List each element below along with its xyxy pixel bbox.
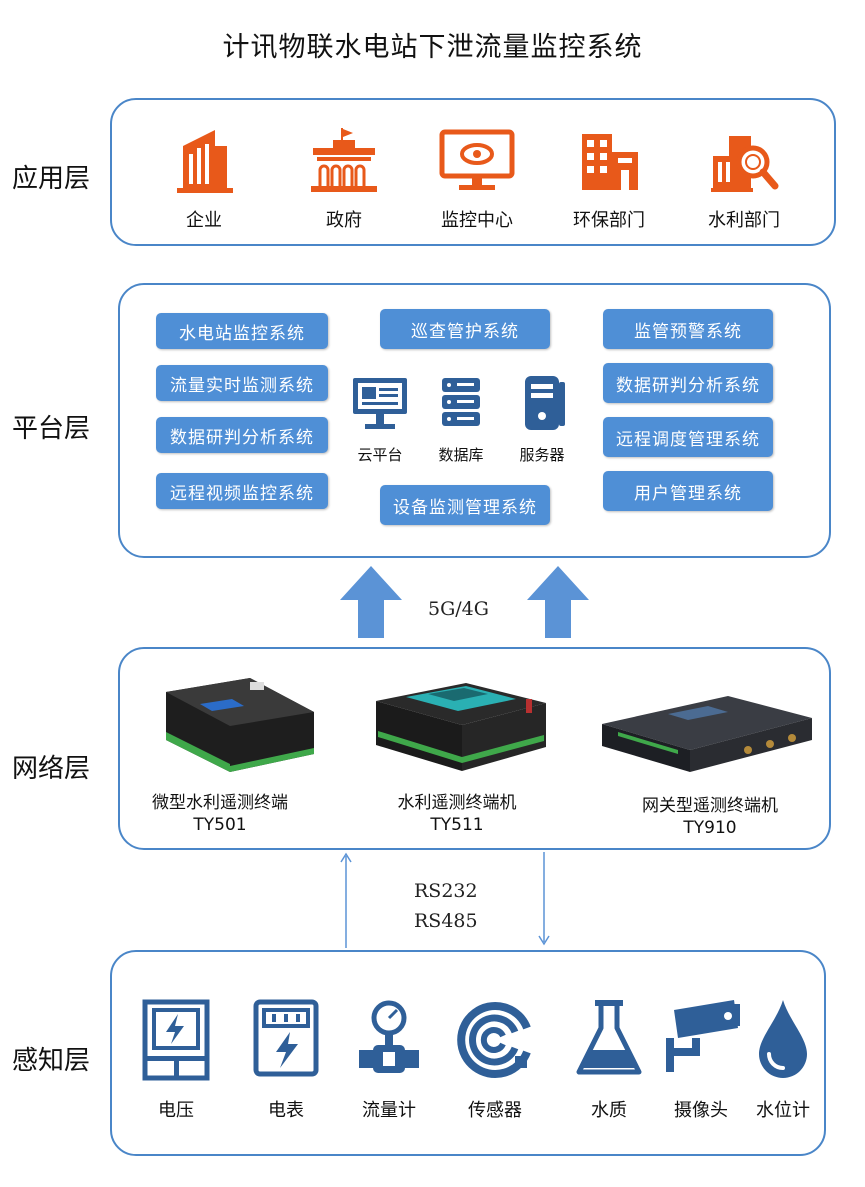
uplink-thin-arrow — [340, 852, 352, 948]
device-ty910: 网关型遥测终端机 TY910 — [605, 795, 815, 839]
ty501-device-image — [166, 678, 314, 772]
app-item-environmental[interactable]: 环保部门 — [549, 126, 669, 232]
water-quality-flask-icon — [576, 1000, 642, 1075]
server-icon — [525, 376, 565, 430]
system-button-supervision-alert[interactable]: 监管预警系统 — [603, 309, 773, 349]
layer-label-platform: 平台层 — [12, 414, 91, 444]
app-label-enterprise: 企业 — [186, 210, 222, 231]
downlink-thin-arrow — [538, 852, 550, 946]
app-label-water-resources: 水利部门 — [708, 210, 780, 231]
sensor-flow-meter[interactable]: 流量计 — [344, 998, 434, 1122]
uplink-arrow-right — [527, 566, 589, 638]
water-level-drop-icon — [759, 1000, 807, 1078]
device-ty511: 水利遥测终端机 TY511 — [357, 792, 557, 836]
sensor-label-water-level: 水位计 — [756, 1100, 810, 1121]
app-item-monitor-center[interactable]: 监控中心 — [417, 126, 537, 232]
camera-icon — [666, 1000, 740, 1072]
app-item-enterprise[interactable]: 企业 — [144, 126, 264, 232]
environmental-building-icon — [582, 134, 638, 190]
system-button-remote-video[interactable]: 远程视频监控系统 — [156, 473, 328, 509]
center-label-database: 数据库 — [438, 446, 484, 464]
device-ty910-name: 网关型遥测终端机 — [642, 796, 778, 816]
sensor-camera[interactable]: 摄像头 — [656, 998, 746, 1122]
enterprise-building-icon — [177, 130, 233, 193]
ty910-device-image — [602, 696, 812, 772]
ty511-device-image — [376, 683, 546, 771]
app-label-monitor-center: 监控中心 — [441, 210, 513, 231]
app-label-government: 政府 — [326, 210, 362, 231]
sensor-electric-meter[interactable]: 电表 — [241, 998, 331, 1122]
device-ty501-name: 微型水利遥测终端 — [152, 793, 288, 813]
sensor-label-voltage: 电压 — [158, 1100, 194, 1121]
government-building-icon — [311, 128, 377, 192]
monitor-center-icon — [439, 129, 515, 190]
system-button-patrol[interactable]: 巡查管护系统 — [380, 309, 550, 349]
perception-layer-panel — [110, 950, 826, 1156]
sensor-label-water-quality: 水质 — [591, 1100, 627, 1121]
system-button-data-analysis-left[interactable]: 数据研判分析系统 — [156, 417, 328, 453]
protocol-labels: RS232 RS485 — [414, 876, 478, 936]
system-button-data-analysis-right[interactable]: 数据研判分析系统 — [603, 363, 773, 403]
uplink-label: 5G/4G — [428, 598, 489, 620]
sensor-label-electric-meter: 电表 — [268, 1100, 304, 1121]
app-item-government[interactable]: 政府 — [284, 126, 404, 232]
device-ty910-model: TY910 — [683, 818, 737, 838]
device-ty511-model: TY511 — [430, 815, 484, 835]
protocol-rs485: RS485 — [414, 910, 478, 932]
system-button-user-management[interactable]: 用户管理系统 — [603, 471, 773, 511]
database-icon — [442, 378, 480, 426]
sensor-label-signal: 传感器 — [468, 1100, 522, 1121]
device-ty511-name: 水利遥测终端机 — [397, 793, 517, 813]
device-ty501-model: TY501 — [193, 815, 247, 835]
device-ty501: 微型水利遥测终端 TY501 — [120, 792, 320, 836]
system-button-remote-dispatch[interactable]: 远程调度管理系统 — [603, 417, 773, 457]
layer-label-application: 应用层 — [12, 164, 91, 194]
center-icon-database: 数据库 — [421, 372, 501, 465]
protocol-rs232: RS232 — [414, 880, 478, 902]
center-label-cloud-platform: 云平台 — [357, 446, 403, 464]
sensor-label-flow-meter: 流量计 — [362, 1100, 416, 1121]
sensor-signal-icon — [457, 1002, 531, 1078]
electric-meter-icon — [253, 999, 319, 1077]
application-layer-panel: 企业 政府 监控中心 — [110, 98, 836, 246]
center-icon-cloud-platform: 云平台 — [340, 372, 420, 465]
layer-label-network: 网络层 — [12, 754, 91, 784]
uplink-arrow-left — [340, 566, 402, 638]
sensor-water-level[interactable]: 水位计 — [738, 998, 828, 1122]
system-button-flow-realtime[interactable]: 流量实时监测系统 — [156, 365, 328, 401]
water-resources-search-icon — [711, 136, 779, 192]
layer-label-perception: 感知层 — [12, 1046, 91, 1076]
center-label-server: 服务器 — [519, 446, 565, 464]
sensor-water-quality[interactable]: 水质 — [564, 998, 654, 1122]
app-item-water-resources[interactable]: 水利部门 — [684, 126, 804, 232]
sensor-signal[interactable]: 传感器 — [450, 998, 540, 1122]
sensor-voltage[interactable]: 电压 — [131, 998, 221, 1122]
cloud-platform-icon — [353, 378, 407, 429]
sensor-label-camera: 摄像头 — [674, 1100, 728, 1121]
voltage-icon — [142, 999, 210, 1081]
system-button-device-monitoring[interactable]: 设备监测管理系统 — [380, 485, 550, 525]
center-icon-server: 服务器 — [502, 372, 582, 465]
system-button-hydropower-monitoring[interactable]: 水电站监控系统 — [156, 313, 328, 349]
flow-meter-icon — [359, 1000, 419, 1073]
page-title: 计讯物联水电站下泄流量监控系统 — [222, 32, 643, 63]
app-label-environmental: 环保部门 — [573, 210, 645, 231]
